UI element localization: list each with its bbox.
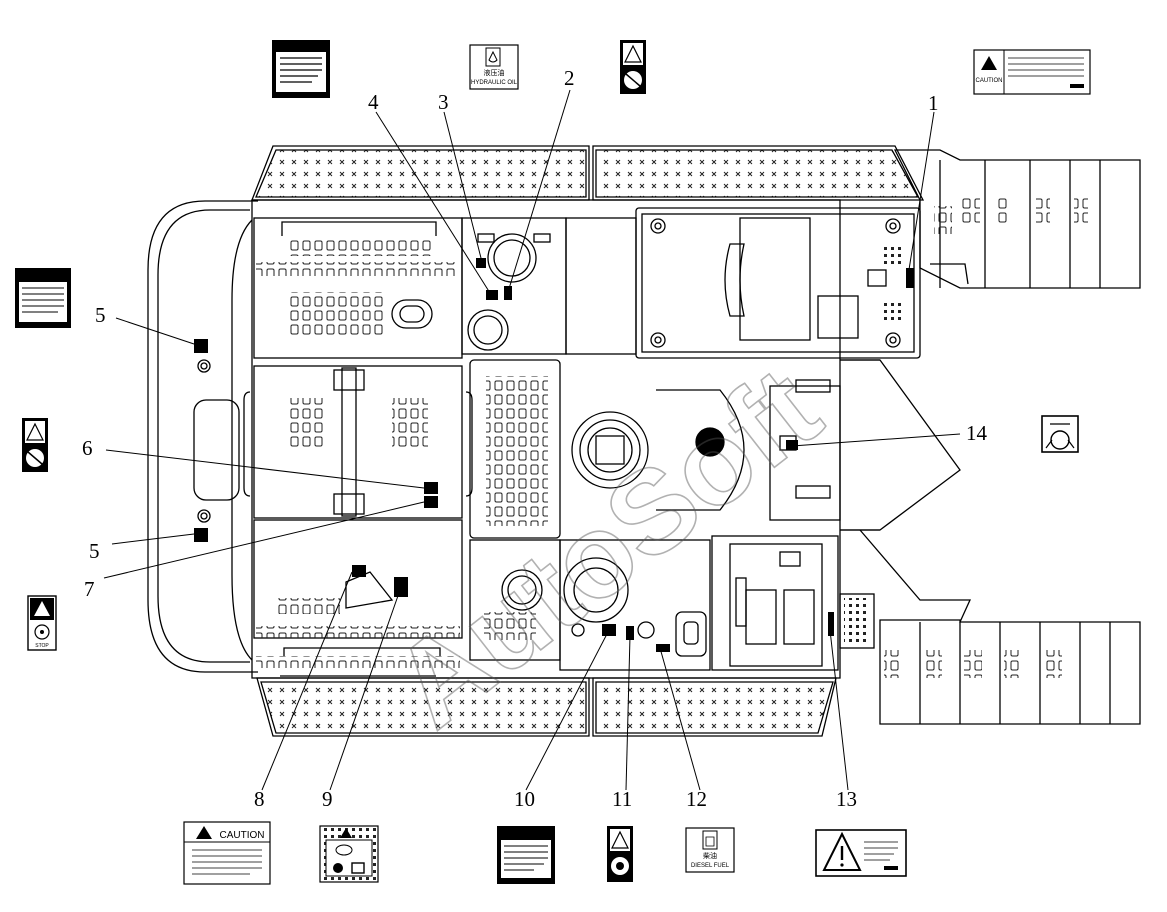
marker-14 xyxy=(786,440,798,450)
decal-pictogram-right xyxy=(1041,415,1079,453)
decal-warning-text-top xyxy=(272,40,330,98)
marker-13 xyxy=(828,612,834,636)
decal-pictogram-bottom xyxy=(607,826,633,882)
radiator-grille xyxy=(469,359,561,539)
crawler-track-bottom xyxy=(859,529,1141,725)
caution-top-right-word: CAUTION xyxy=(976,78,1003,84)
decal-warning-text-bottom xyxy=(497,826,555,884)
callout-10: 10 xyxy=(514,787,535,811)
decal-pictogram-bottom-multi xyxy=(319,825,379,883)
callout-11: 11 xyxy=(612,787,632,811)
callout-8: 8 xyxy=(254,787,265,811)
marker-5a xyxy=(194,339,208,353)
callout-1: 1 xyxy=(928,91,939,115)
callout-4: 4 xyxy=(368,90,379,114)
decal-stop: STOP xyxy=(27,595,57,651)
marker-5b xyxy=(194,528,208,542)
decal-hydraulic-oil: 液压油 HYDRAULIC OIL xyxy=(469,44,519,90)
marker-2 xyxy=(504,286,512,300)
engine-hood-upper xyxy=(253,217,463,359)
marker-12 xyxy=(656,644,670,652)
callout-13: 13 xyxy=(836,787,857,811)
marker-6 xyxy=(424,482,438,494)
decal-pictogram-left xyxy=(22,418,48,472)
marker-1 xyxy=(906,268,914,288)
marker-11 xyxy=(626,626,634,640)
callout-numbers: 1 2 3 4 5 6 5 7 8 9 10 11 12 13 14 xyxy=(82,66,988,811)
decal-diesel-fuel: 柴油 DIESEL FUEL xyxy=(685,827,735,873)
hydraulic-tank-area xyxy=(461,217,637,355)
marker-8 xyxy=(352,565,366,577)
marker-9 xyxy=(394,577,408,597)
callout-2: 2 xyxy=(564,66,575,90)
callout-6: 6 xyxy=(82,436,93,460)
callout-14: 14 xyxy=(966,421,988,445)
callout-12: 12 xyxy=(686,787,707,811)
marker-7 xyxy=(424,496,438,508)
bottom-deck-plates xyxy=(256,675,837,737)
callout-7: 7 xyxy=(84,577,95,601)
engine-hood-middle xyxy=(243,365,473,519)
hydraulic-oil-cn: 液压油 xyxy=(484,68,505,77)
stop-word: STOP xyxy=(35,643,49,649)
engine-hood-lower xyxy=(253,519,463,668)
marker-3 xyxy=(476,258,486,268)
counterweight xyxy=(147,200,258,673)
decal-pictogram-top xyxy=(620,40,646,94)
callout-9: 9 xyxy=(322,787,333,811)
decal-warning-large xyxy=(815,829,907,877)
pump-fuel-area xyxy=(469,539,711,671)
machine-decal-markers xyxy=(194,258,914,652)
cab-platform xyxy=(635,207,921,359)
leader-lines xyxy=(103,89,961,791)
caution-bottom-word: CAUTION xyxy=(220,830,265,841)
marker-4 xyxy=(486,290,498,300)
callout-3: 3 xyxy=(438,90,449,114)
decal-warning-text-left xyxy=(15,268,71,328)
swing-bearing xyxy=(571,389,745,511)
callout-5b: 5 xyxy=(89,539,100,563)
callout-5a: 5 xyxy=(95,303,106,327)
marker-10 xyxy=(602,624,616,636)
tool-cabinet xyxy=(711,535,875,671)
crawler-track-top xyxy=(893,149,1141,289)
diesel-fuel-en: DIESEL FUEL xyxy=(691,863,730,869)
hydraulic-oil-en: HYDRAULIC OIL xyxy=(471,80,518,86)
diesel-fuel-cn: 柴油 xyxy=(703,851,717,860)
top-deck-plates xyxy=(251,145,925,201)
decal-caution-bottom: CAUTION xyxy=(183,821,271,885)
decal-caution-top-right: CAUTION xyxy=(973,49,1091,95)
